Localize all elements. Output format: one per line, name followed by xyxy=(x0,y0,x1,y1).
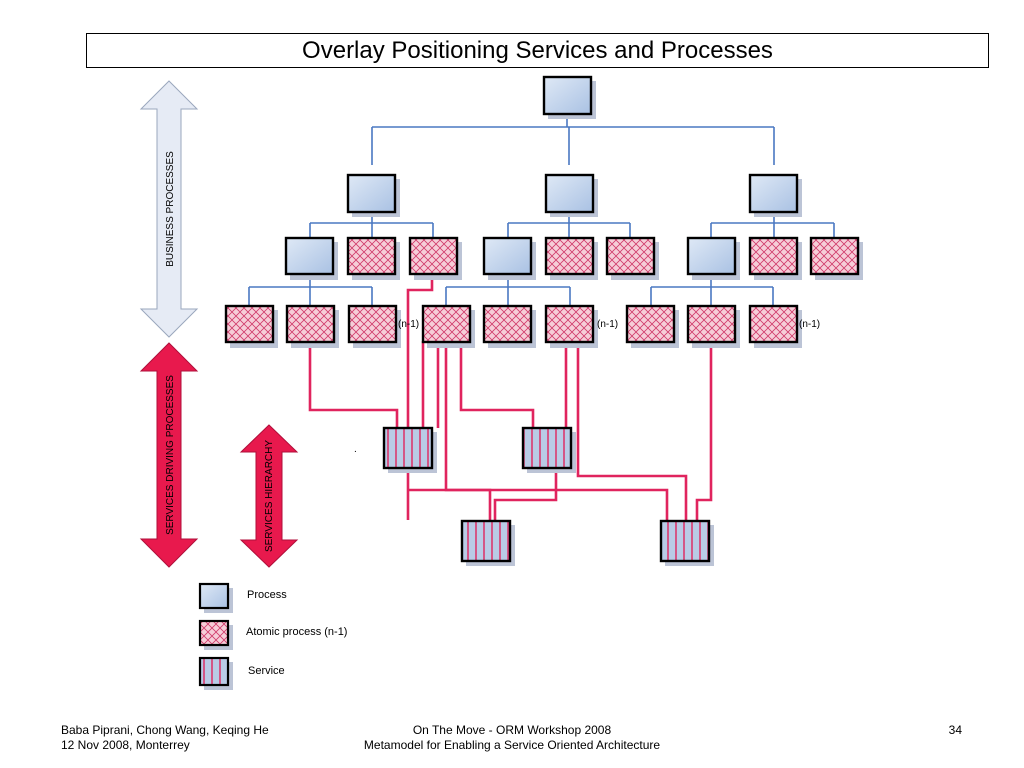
legend-service-swatch xyxy=(198,656,233,690)
process-l2-c xyxy=(686,236,740,280)
atomic-l3-4 xyxy=(421,304,475,348)
services-hierarchy-arrow: SERVICES HIERARCHY xyxy=(239,424,299,568)
page-number: 34 xyxy=(948,723,962,737)
process-root xyxy=(542,75,596,119)
atomic-l2-5 xyxy=(748,236,802,280)
process-l1-left xyxy=(346,173,400,217)
legend-process-label: Process xyxy=(247,589,287,601)
service-3 xyxy=(460,519,515,566)
footer-center: On The Move - ORM Workshop 2008 Metamode… xyxy=(312,723,712,753)
atomic-l2-6 xyxy=(809,236,863,280)
n-minus-1-label-left: (n-1) xyxy=(398,319,419,330)
legend-atomic-label: Atomic process (n-1) xyxy=(246,626,348,638)
atomic-l2-3 xyxy=(544,236,598,280)
n-minus-1-label-right: (n-1) xyxy=(799,319,820,330)
footer-date-place: 12 Nov 2008, Monterrey xyxy=(61,738,190,752)
process-l2-a xyxy=(284,236,338,280)
atomic-l3-1 xyxy=(224,304,278,348)
service-connectors xyxy=(308,275,713,520)
atomic-l2-1 xyxy=(346,236,400,280)
n-minus-1-label-middle: (n-1) xyxy=(597,319,618,330)
slide-title: Overlay Positioning Services and Process… xyxy=(86,33,989,68)
stray-dot: . xyxy=(354,444,357,455)
atomic-l3-7 xyxy=(625,304,679,348)
service-4 xyxy=(659,519,714,566)
services-hierarchy-label: SERVICES HIERARCHY xyxy=(264,440,275,552)
services-driving-processes-label: SERVICES DRIVING PROCESSES xyxy=(165,375,176,535)
business-processes-arrow: BUSINESS PROCESSES xyxy=(139,80,199,338)
legend-service-label: Service xyxy=(248,665,285,677)
business-processes-label: BUSINESS PROCESSES xyxy=(165,151,176,267)
process-l1-middle xyxy=(544,173,598,217)
legend-atomic-swatch xyxy=(198,619,233,650)
service-1 xyxy=(382,426,437,473)
atomic-l3-3 xyxy=(347,304,401,348)
footer-left: Baba Piprani, Chong Wang, Keqing He 12 N… xyxy=(61,723,269,753)
process-tree-connectors xyxy=(248,114,835,305)
atomic-l2-2 xyxy=(408,236,462,280)
service-2 xyxy=(521,426,576,473)
atomic-l2-4 xyxy=(605,236,659,280)
atomic-l3-9 xyxy=(748,304,802,348)
footer-event: On The Move - ORM Workshop 2008 xyxy=(412,723,612,737)
services-driving-processes-arrow: SERVICES DRIVING PROCESSES xyxy=(139,342,199,568)
footer-authors: Baba Piprani, Chong Wang, Keqing He xyxy=(61,723,269,737)
diagram-boxes xyxy=(198,75,863,690)
process-l2-b xyxy=(482,236,536,280)
footer-subtitle: Metamodel for Enabling a Service Oriente… xyxy=(363,738,661,752)
atomic-l3-5 xyxy=(482,304,536,348)
legend-process-swatch xyxy=(198,582,233,613)
atomic-l3-8 xyxy=(686,304,740,348)
atomic-l3-2 xyxy=(285,304,339,348)
process-l1-right xyxy=(748,173,802,217)
atomic-l3-6 xyxy=(544,304,598,348)
